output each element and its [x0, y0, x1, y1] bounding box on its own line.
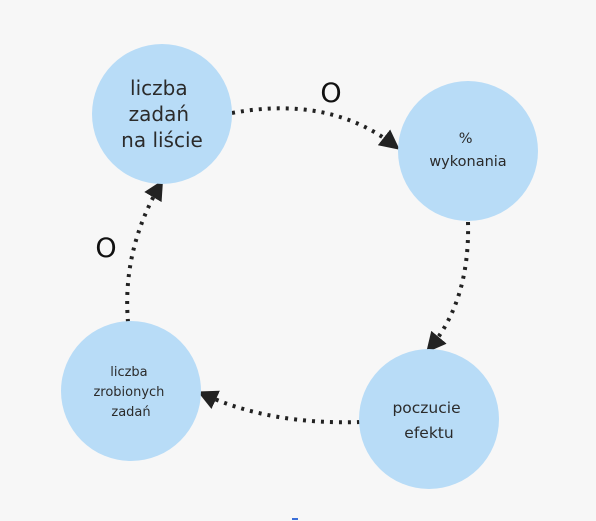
node-label-line: na liście — [121, 128, 203, 152]
node-sense-of-effect: poczucie efektu — [359, 349, 499, 489]
node-circle — [61, 321, 201, 461]
node-label-line: zadań — [111, 405, 150, 420]
node-label: poczucie efektu — [392, 399, 465, 442]
node-circle — [92, 44, 232, 184]
node-label: liczba zadań na liście — [121, 76, 203, 152]
node-label-line: efektu — [404, 424, 453, 442]
edge-label-left: O — [95, 233, 116, 264]
edge-done-to-tasks — [125, 179, 164, 323]
node-label: liczba zrobionych zadań — [93, 365, 168, 420]
node-label-line: liczba — [110, 365, 147, 380]
edge-label-top: O — [320, 78, 341, 109]
node-label-line: liczba — [130, 76, 188, 100]
edge-tasks-to-completion — [231, 106, 400, 150]
bottom-marker — [292, 518, 298, 520]
node-label-line: zrobionych — [93, 385, 164, 400]
node-label-line: % — [459, 131, 473, 147]
node-circle — [398, 81, 538, 221]
node-tasks-on-list: liczba zadań na liście — [92, 44, 232, 184]
node-tasks-done: liczba zrobionych zadań — [61, 321, 201, 461]
node-circle — [359, 349, 499, 489]
edge-effect-to-done — [197, 390, 361, 425]
node-label-line: wykonania — [429, 154, 506, 170]
node-label-line: zadań — [129, 102, 189, 126]
node-label-line: poczucie — [392, 399, 460, 417]
edge-completion-to-effect — [426, 221, 471, 353]
node-label: % wykonania — [429, 131, 506, 170]
node-completion-percent: % wykonania — [398, 81, 538, 221]
